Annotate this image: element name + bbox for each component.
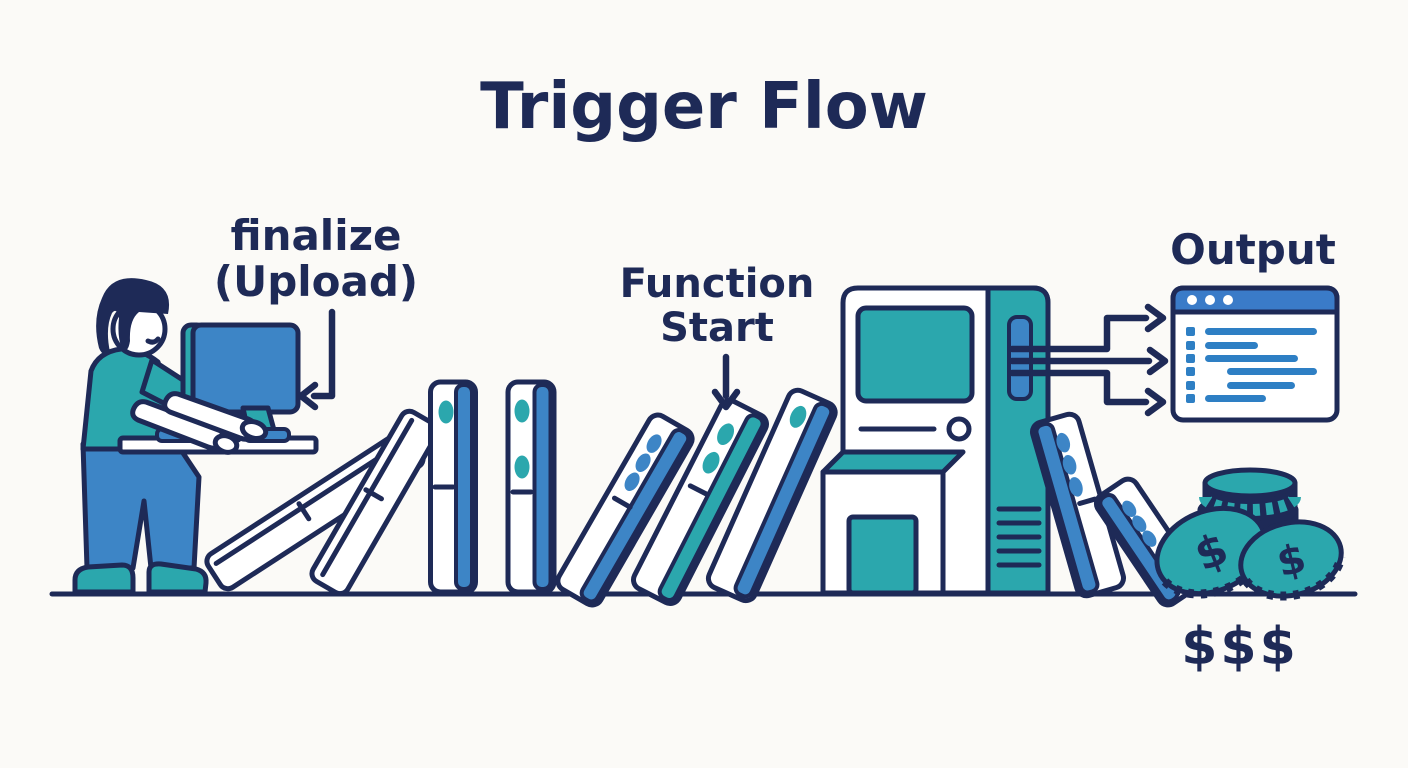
person-arms bbox=[130, 391, 269, 455]
output-label: Output bbox=[1170, 225, 1336, 274]
coin-dollar-2: $ bbox=[1238, 519, 1346, 601]
server-pedestal bbox=[820, 449, 966, 596]
monitor-icon bbox=[180, 322, 301, 444]
function-start-label-line2: Start bbox=[660, 305, 774, 351]
finalize-arrow-icon bbox=[297, 308, 336, 411]
server-vents bbox=[996, 506, 1042, 568]
server-icon bbox=[840, 285, 1051, 596]
server-screen bbox=[855, 305, 975, 404]
domino-falling-1 bbox=[555, 412, 695, 608]
domino-upright-2 bbox=[505, 379, 557, 595]
person-figure bbox=[72, 278, 209, 595]
server-button bbox=[946, 416, 972, 442]
wire-arrows-icon bbox=[1008, 303, 1169, 417]
page-title: Trigger Flow bbox=[480, 70, 928, 144]
person-hand-2 bbox=[212, 433, 240, 455]
person-hair bbox=[96, 278, 170, 355]
output-window-icon bbox=[1170, 285, 1340, 423]
money-label: $$$ bbox=[1181, 617, 1299, 677]
pedestal-top bbox=[820, 449, 966, 475]
window-dots bbox=[1187, 295, 1233, 305]
domino-falling-3 bbox=[705, 387, 838, 604]
person-pants bbox=[80, 441, 202, 571]
code-lines bbox=[1186, 327, 1317, 403]
person-hand-1 bbox=[239, 419, 269, 441]
person-smile bbox=[145, 336, 161, 345]
finalize-label-line2: (Upload) bbox=[214, 257, 418, 306]
finalize-label-line1: finalize bbox=[230, 211, 401, 260]
domino-fallen-2 bbox=[309, 408, 441, 597]
window-titlebar bbox=[1170, 285, 1340, 315]
pedestal-door bbox=[846, 514, 919, 596]
person-shoe-front bbox=[146, 561, 209, 595]
function-start-label-line1: Function bbox=[620, 261, 815, 307]
domino-falling-2 bbox=[631, 398, 769, 606]
coins-icon: $ $ bbox=[1154, 467, 1346, 601]
person-shoe-back bbox=[72, 562, 136, 595]
function-start-arrow-icon bbox=[711, 353, 741, 411]
domino-upright-1 bbox=[428, 379, 478, 595]
monitor-back bbox=[190, 322, 301, 415]
